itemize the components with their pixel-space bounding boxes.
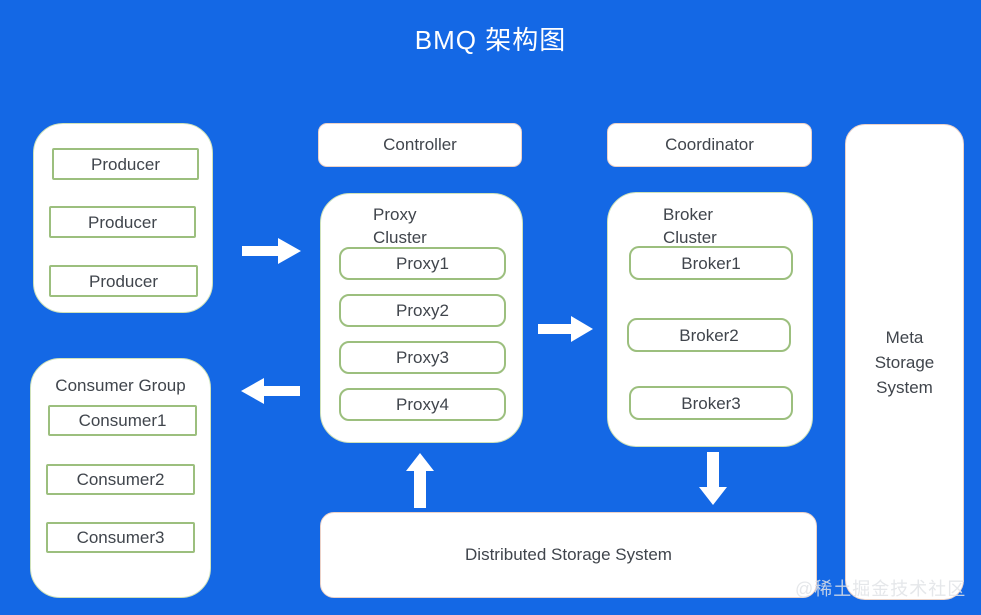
consumer-node: Consumer2	[46, 464, 195, 495]
broker-node: Broker1	[629, 246, 793, 280]
diagram-title: BMQ 架构图	[414, 25, 567, 55]
producer-to-proxy-arrow-right-icon	[242, 237, 302, 265]
proxy-to-consumer-arrow-left-icon	[240, 377, 300, 405]
producer-group-panel: Producer Producer Producer	[33, 123, 213, 313]
proxy-node: Proxy2	[339, 294, 506, 327]
storage-to-proxy-arrow-up-icon	[405, 452, 435, 508]
coordinator-node: Coordinator	[607, 123, 812, 167]
broker-cluster-label: Broker Cluster	[663, 205, 717, 247]
meta-storage-label: Meta Storage System	[874, 327, 935, 397]
consumer-node: Consumer3	[46, 522, 195, 553]
consumer-group-panel: Consumer Group Consumer1 Consumer2 Consu…	[30, 358, 211, 598]
producer-node: Producer	[52, 148, 199, 180]
proxy-to-broker-arrow-right-icon	[538, 315, 594, 343]
controller-node: Controller	[318, 123, 522, 167]
watermark-text: @稀土掘金技术社区	[795, 579, 967, 599]
broker-node: Broker3	[629, 386, 793, 420]
producer-node: Producer	[49, 265, 198, 297]
proxy-cluster-panel: Proxy Cluster Proxy1 Proxy2 Proxy3 Proxy…	[320, 193, 523, 443]
broker-node: Broker2	[627, 318, 791, 352]
consumer-group-label: Consumer Group	[55, 376, 186, 395]
proxy-cluster-label: Proxy Cluster	[373, 205, 427, 247]
consumer-node: Consumer1	[48, 405, 197, 436]
proxy-node: Proxy1	[339, 247, 506, 280]
distributed-storage-panel: Distributed Storage System	[320, 512, 817, 598]
proxy-node: Proxy4	[339, 388, 506, 421]
broker-cluster-panel: Broker Cluster Broker1 Broker2 Broker3	[607, 192, 813, 447]
proxy-node: Proxy3	[339, 341, 506, 374]
producer-node: Producer	[49, 206, 196, 238]
meta-storage-panel: Meta Storage System	[845, 124, 964, 600]
broker-to-storage-arrow-down-icon	[698, 452, 728, 506]
